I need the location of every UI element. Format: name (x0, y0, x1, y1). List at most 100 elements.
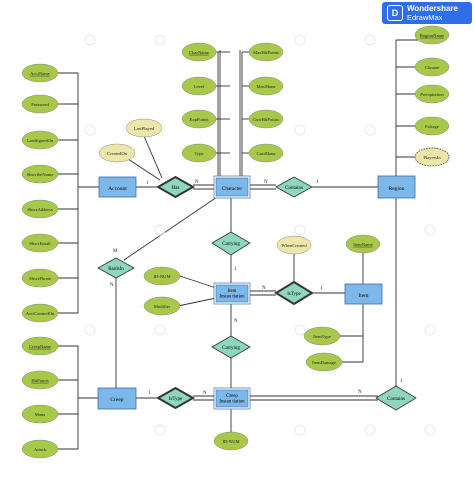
edrawmax-badge: D Wondershare EdrawMax (382, 2, 472, 24)
badge-brand-line2: EdrawMax (407, 13, 443, 22)
card-istype-left: N (262, 286, 266, 291)
attr-acctcreatedon[interactable]: AcctCreatedOn (21, 303, 59, 323)
attr-item-idnum-label: ID-NUM (153, 274, 170, 279)
rel-contains-top-label: Contains (285, 186, 303, 191)
card-raids-top: M (113, 249, 118, 254)
attr-currhitpoints-label: CurrHitPoints (253, 117, 279, 122)
badge-brand-line1: Wondershare (407, 4, 458, 13)
attr-password[interactable]: Password (21, 94, 59, 114)
attr-hitpoints[interactable]: HitPoints (21, 370, 59, 390)
attr-createdon[interactable]: CreatedOn (98, 143, 136, 163)
attr-acctname[interactable]: AcctName (21, 63, 59, 83)
card-has-left: 1 (146, 181, 149, 186)
attr-level[interactable]: Level (181, 76, 217, 96)
attr-shscribeemail[interactable]: ShscrEmail (21, 233, 59, 253)
attr-creepname[interactable]: CreepName (21, 336, 59, 356)
attr-level-label: Level (194, 84, 205, 89)
attr-lastplayed-label: LastPlayed (134, 126, 155, 131)
entity-account[interactable]: Account (98, 176, 137, 198)
card-contains2-left: N (358, 390, 362, 395)
entity-creep-label: Creep (110, 397, 123, 403)
attr-type-label: Type (194, 151, 203, 156)
entity-account-label: Account (108, 186, 127, 192)
attr-foliage-label: Foliage (425, 124, 439, 129)
attr-shscribeaddress[interactable]: ShscrAddress (21, 199, 59, 219)
entity-item-label: Item (358, 293, 369, 299)
attr-playersin[interactable]: PlayersIn (414, 147, 450, 167)
card-carry-bottom: N (234, 319, 238, 324)
card-contains-left: N (264, 180, 268, 185)
attr-itemtype-label: ItemType (313, 334, 331, 339)
attr-maxhitpoints[interactable]: MaxHitPoints (248, 42, 284, 62)
attr-shscribename-label: ShscribeName (27, 172, 54, 177)
card-contains-right: 1 (316, 180, 319, 185)
attr-shscribename[interactable]: ShscribeName (21, 164, 59, 184)
card-carry-top: 1 (234, 267, 237, 272)
rel-raidsin[interactable]: RaidsIn (97, 257, 135, 279)
attr-itemdamage[interactable]: ItemDamage (305, 352, 343, 372)
entity-creep[interactable]: Creep (97, 387, 137, 410)
card-creep-istype-left: 1 (148, 391, 151, 396)
attr-currmana[interactable]: CurrMana (248, 143, 284, 163)
attr-charname-label: CharName (189, 50, 209, 55)
rel-contains-top[interactable]: Contains (275, 176, 313, 198)
attr-currhitpoints[interactable]: CurrHitPoints (248, 109, 284, 129)
attr-itemtype[interactable]: ItemType (303, 326, 341, 346)
attr-lastsignedon-label: LastSignedOn (27, 138, 54, 143)
attr-lastsignedon[interactable]: LastSignedOn (21, 130, 59, 150)
card-has-right: N (195, 180, 199, 185)
card-contains2-right: 1 (400, 379, 403, 384)
entity-character-label: Character (222, 186, 242, 192)
attr-whencreated-label: WhenCreated (281, 243, 307, 248)
attr-itemname-label: ItemName (353, 242, 372, 247)
attr-modifier[interactable]: Modifier (143, 296, 181, 316)
attr-shscribephone[interactable]: ShscrPhone (21, 268, 59, 288)
attr-lastplayed[interactable]: LastPlayed (125, 118, 163, 138)
rel-istype-creep[interactable]: IsType (155, 386, 196, 410)
rel-contains-bottom[interactable]: Contains (375, 385, 417, 411)
attr-maxmana-label: MaxMana (257, 84, 276, 89)
rel-carrying-top-label: Carrying (222, 242, 240, 247)
rel-raidsin-label: RaidsIn (108, 267, 124, 272)
cardinalities: 1 N N 1 M N 1 N N 1 1 N N 1 (110, 180, 403, 396)
rel-has[interactable]: Has (155, 175, 196, 199)
attr-attack[interactable]: Attack (21, 439, 59, 459)
watermark (84, 34, 436, 436)
rel-istype-item[interactable]: IsType (274, 280, 314, 306)
attr-mana[interactable]: Mana (21, 404, 59, 424)
attr-charname[interactable]: CharName (181, 42, 217, 62)
entity-region[interactable]: Region (377, 175, 416, 199)
rel-carrying-bottom-label: Carrying (222, 346, 240, 351)
attr-item-idnum[interactable]: ID-NUM (143, 266, 181, 286)
attr-climate[interactable]: Climate (414, 57, 450, 77)
attr-precipitation[interactable]: Precipitation (414, 84, 450, 104)
card-istype-right: 1 (320, 286, 323, 291)
attr-regionname[interactable]: RegionName (414, 25, 450, 45)
attr-shscribeemail-label: ShscrEmail (29, 241, 51, 246)
entity-character[interactable]: Character (213, 175, 251, 199)
attr-shscribeaddress-label: ShscrAddress (27, 207, 52, 212)
attr-exppoints[interactable]: ExpPoints (181, 109, 217, 129)
attr-climate-label: Climate (425, 65, 440, 70)
edrawmax-logo-icon: D (387, 5, 403, 21)
attr-creep-idnum[interactable]: ID-NUM (213, 431, 249, 451)
rel-carrying-bottom[interactable]: Carrying (211, 335, 251, 359)
attr-maxmana[interactable]: MaxMana (248, 76, 284, 96)
entity-item[interactable]: Item (344, 283, 383, 305)
attr-whencreated[interactable]: WhenCreated (276, 235, 312, 255)
attr-currmana-label: CurrMana (257, 151, 276, 156)
attr-acctcreatedon-label: AcctCreatedOn (26, 311, 55, 316)
attr-type[interactable]: Type (181, 143, 217, 163)
attr-foliage[interactable]: Foliage (414, 116, 450, 136)
attr-password-label: Password (31, 102, 49, 107)
attr-modifier-label: Modifier (154, 304, 171, 309)
attr-itemname[interactable]: ItemName (345, 234, 381, 254)
rel-istype-creep-label: IsType (169, 397, 183, 402)
rel-carrying-top[interactable]: Carrying (211, 231, 251, 256)
attr-itemdamage-label: ItemDamage (312, 360, 336, 365)
